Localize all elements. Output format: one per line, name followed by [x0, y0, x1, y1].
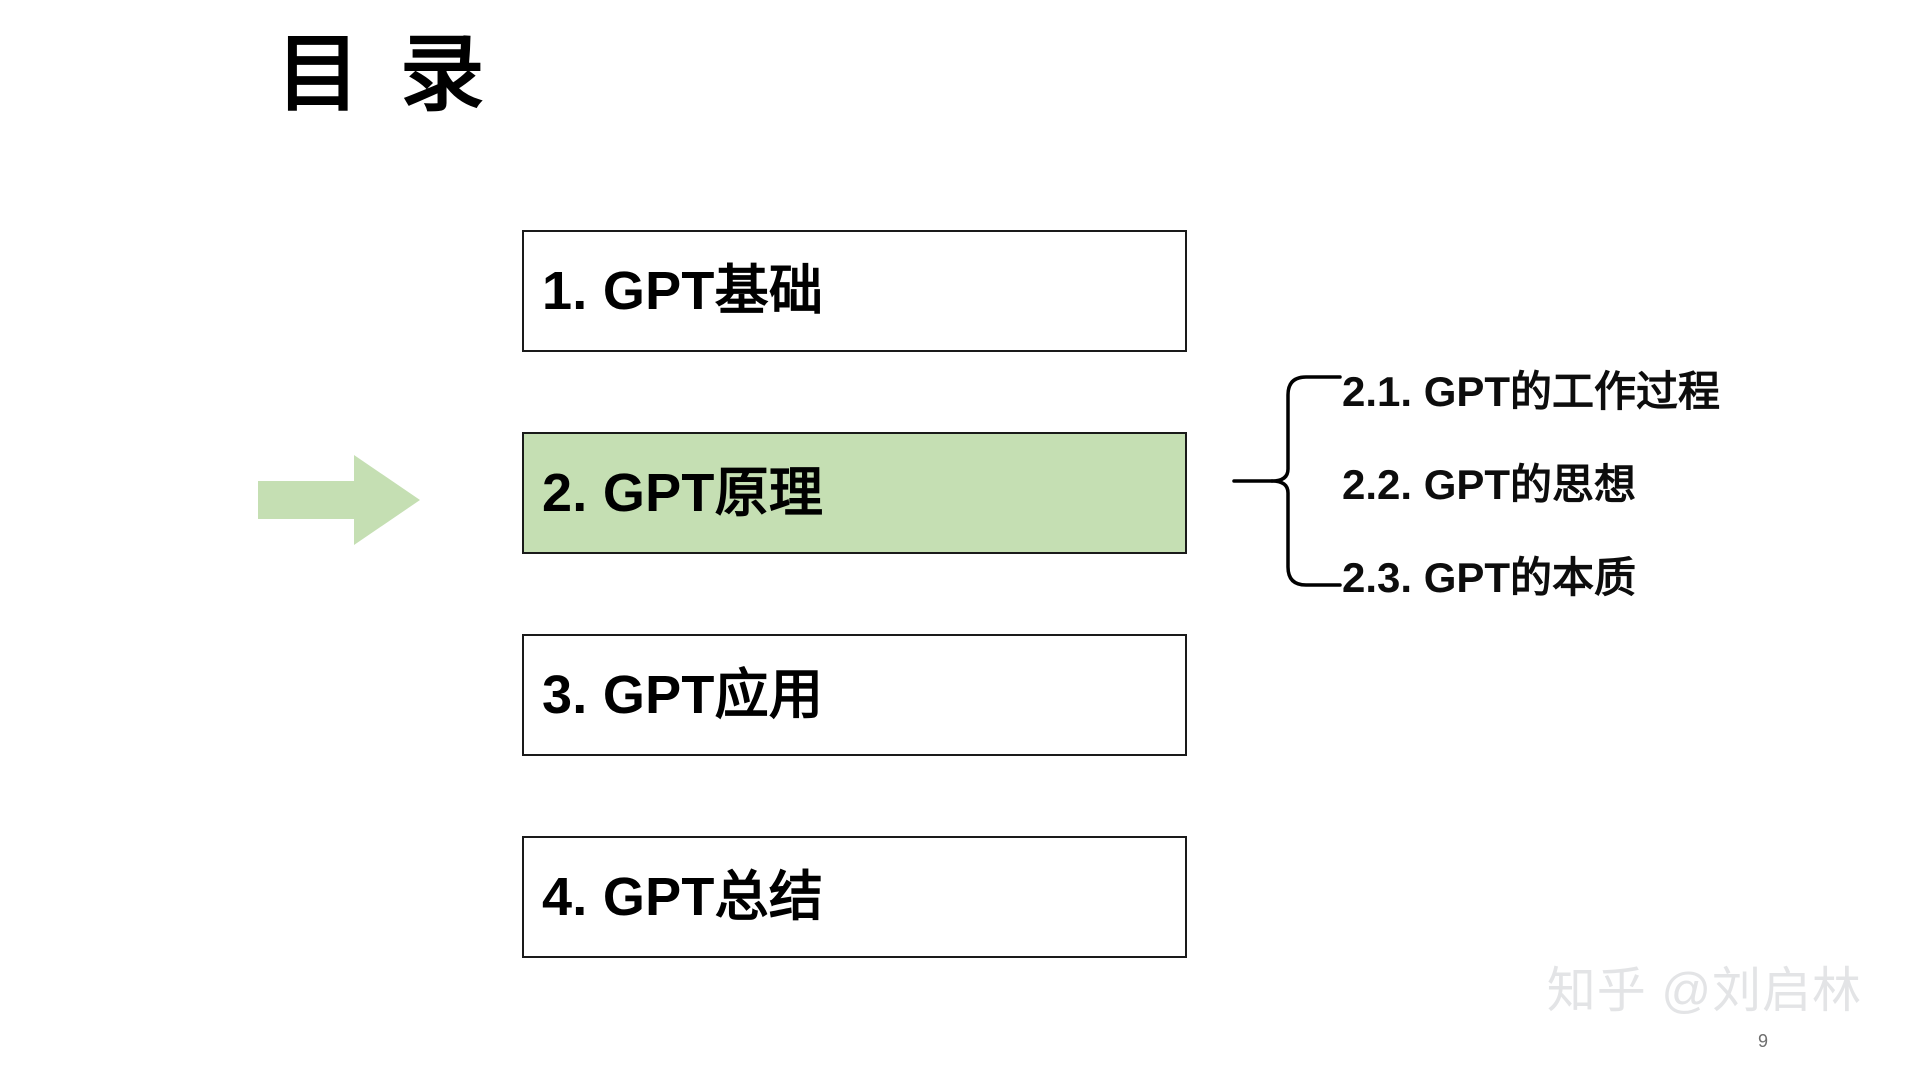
agenda-item-3[interactable]: 3. GPT应用	[522, 634, 1187, 756]
agenda-item-label: 2. GPT原理	[542, 463, 824, 523]
watermark: 知乎 @刘启林	[1546, 964, 1862, 1018]
curly-brace-icon	[1232, 375, 1342, 587]
agenda-item-1[interactable]: 1. GPT基础	[522, 230, 1187, 352]
sub-item-2-2[interactable]: 2.2. GPT的思想	[1342, 461, 1637, 508]
sub-item-2-1[interactable]: 2.1. GPT的工作过程	[1342, 368, 1721, 415]
agenda-item-2[interactable]: 2. GPT原理	[522, 432, 1187, 554]
page-title: 目 录	[276, 27, 493, 121]
right-arrow-icon	[258, 455, 420, 545]
agenda-item-label: 3. GPT应用	[542, 665, 824, 725]
sub-item-2-3[interactable]: 2.3. GPT的本质	[1342, 554, 1637, 601]
agenda-item-4[interactable]: 4. GPT总结	[522, 836, 1187, 958]
sub-item-group: 2.1. GPT的工作过程 2.2. GPT的思想 2.3. GPT的本质	[1232, 365, 1852, 599]
agenda-item-label: 4. GPT总结	[542, 867, 824, 927]
page-number: 9	[1758, 1031, 1769, 1051]
agenda-item-label: 1. GPT基础	[542, 261, 824, 321]
